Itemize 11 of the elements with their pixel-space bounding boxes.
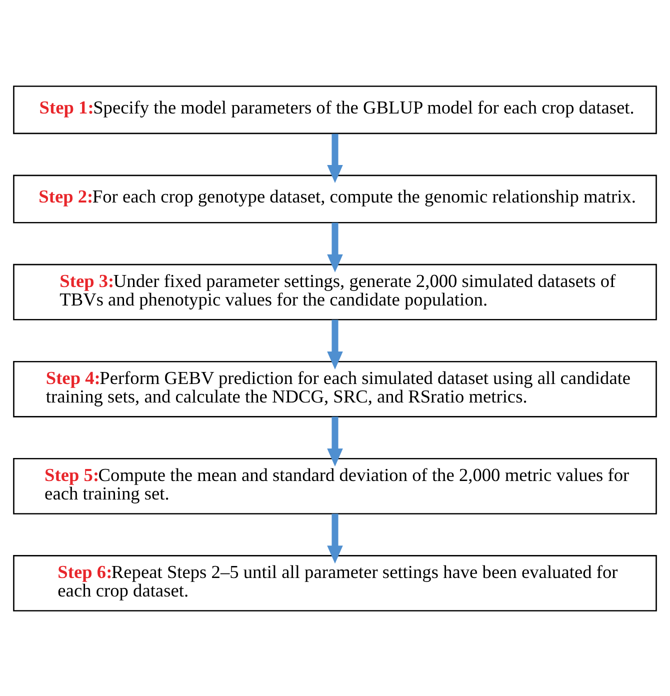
arrow — [327, 133, 343, 182]
node-box: Step 1:Specify the model parameters of the GBLUP model for each crop dataset. — [13, 85, 657, 134]
arrow — [327, 416, 343, 466]
arrow — [327, 222, 343, 272]
arrow — [327, 513, 343, 564]
node-box: Step 6:Repeat Steps 2–5 until all parameter settings have been evaluated for each crop dataset. — [13, 554, 657, 611]
node-box: Step 2:For each crop genotype dataset, compute the genomic relationship matrix. — [13, 174, 657, 223]
node-box: Step 3:Under fixed parameter settings, generate 2,000 simulated datasets of TBVs and phenotypic values for the candidate population. — [13, 263, 657, 320]
node-box: Step 4:Perform GEBV prediction for each simulated dataset using all candidate training sets, and calculate the NDCG, SRC, and RSratio metrics. — [13, 360, 657, 417]
arrow — [327, 319, 343, 370]
node-box: Step 5:Compute the mean and standard deviation of the 2,000 metric values for each training set. — [13, 458, 657, 514]
